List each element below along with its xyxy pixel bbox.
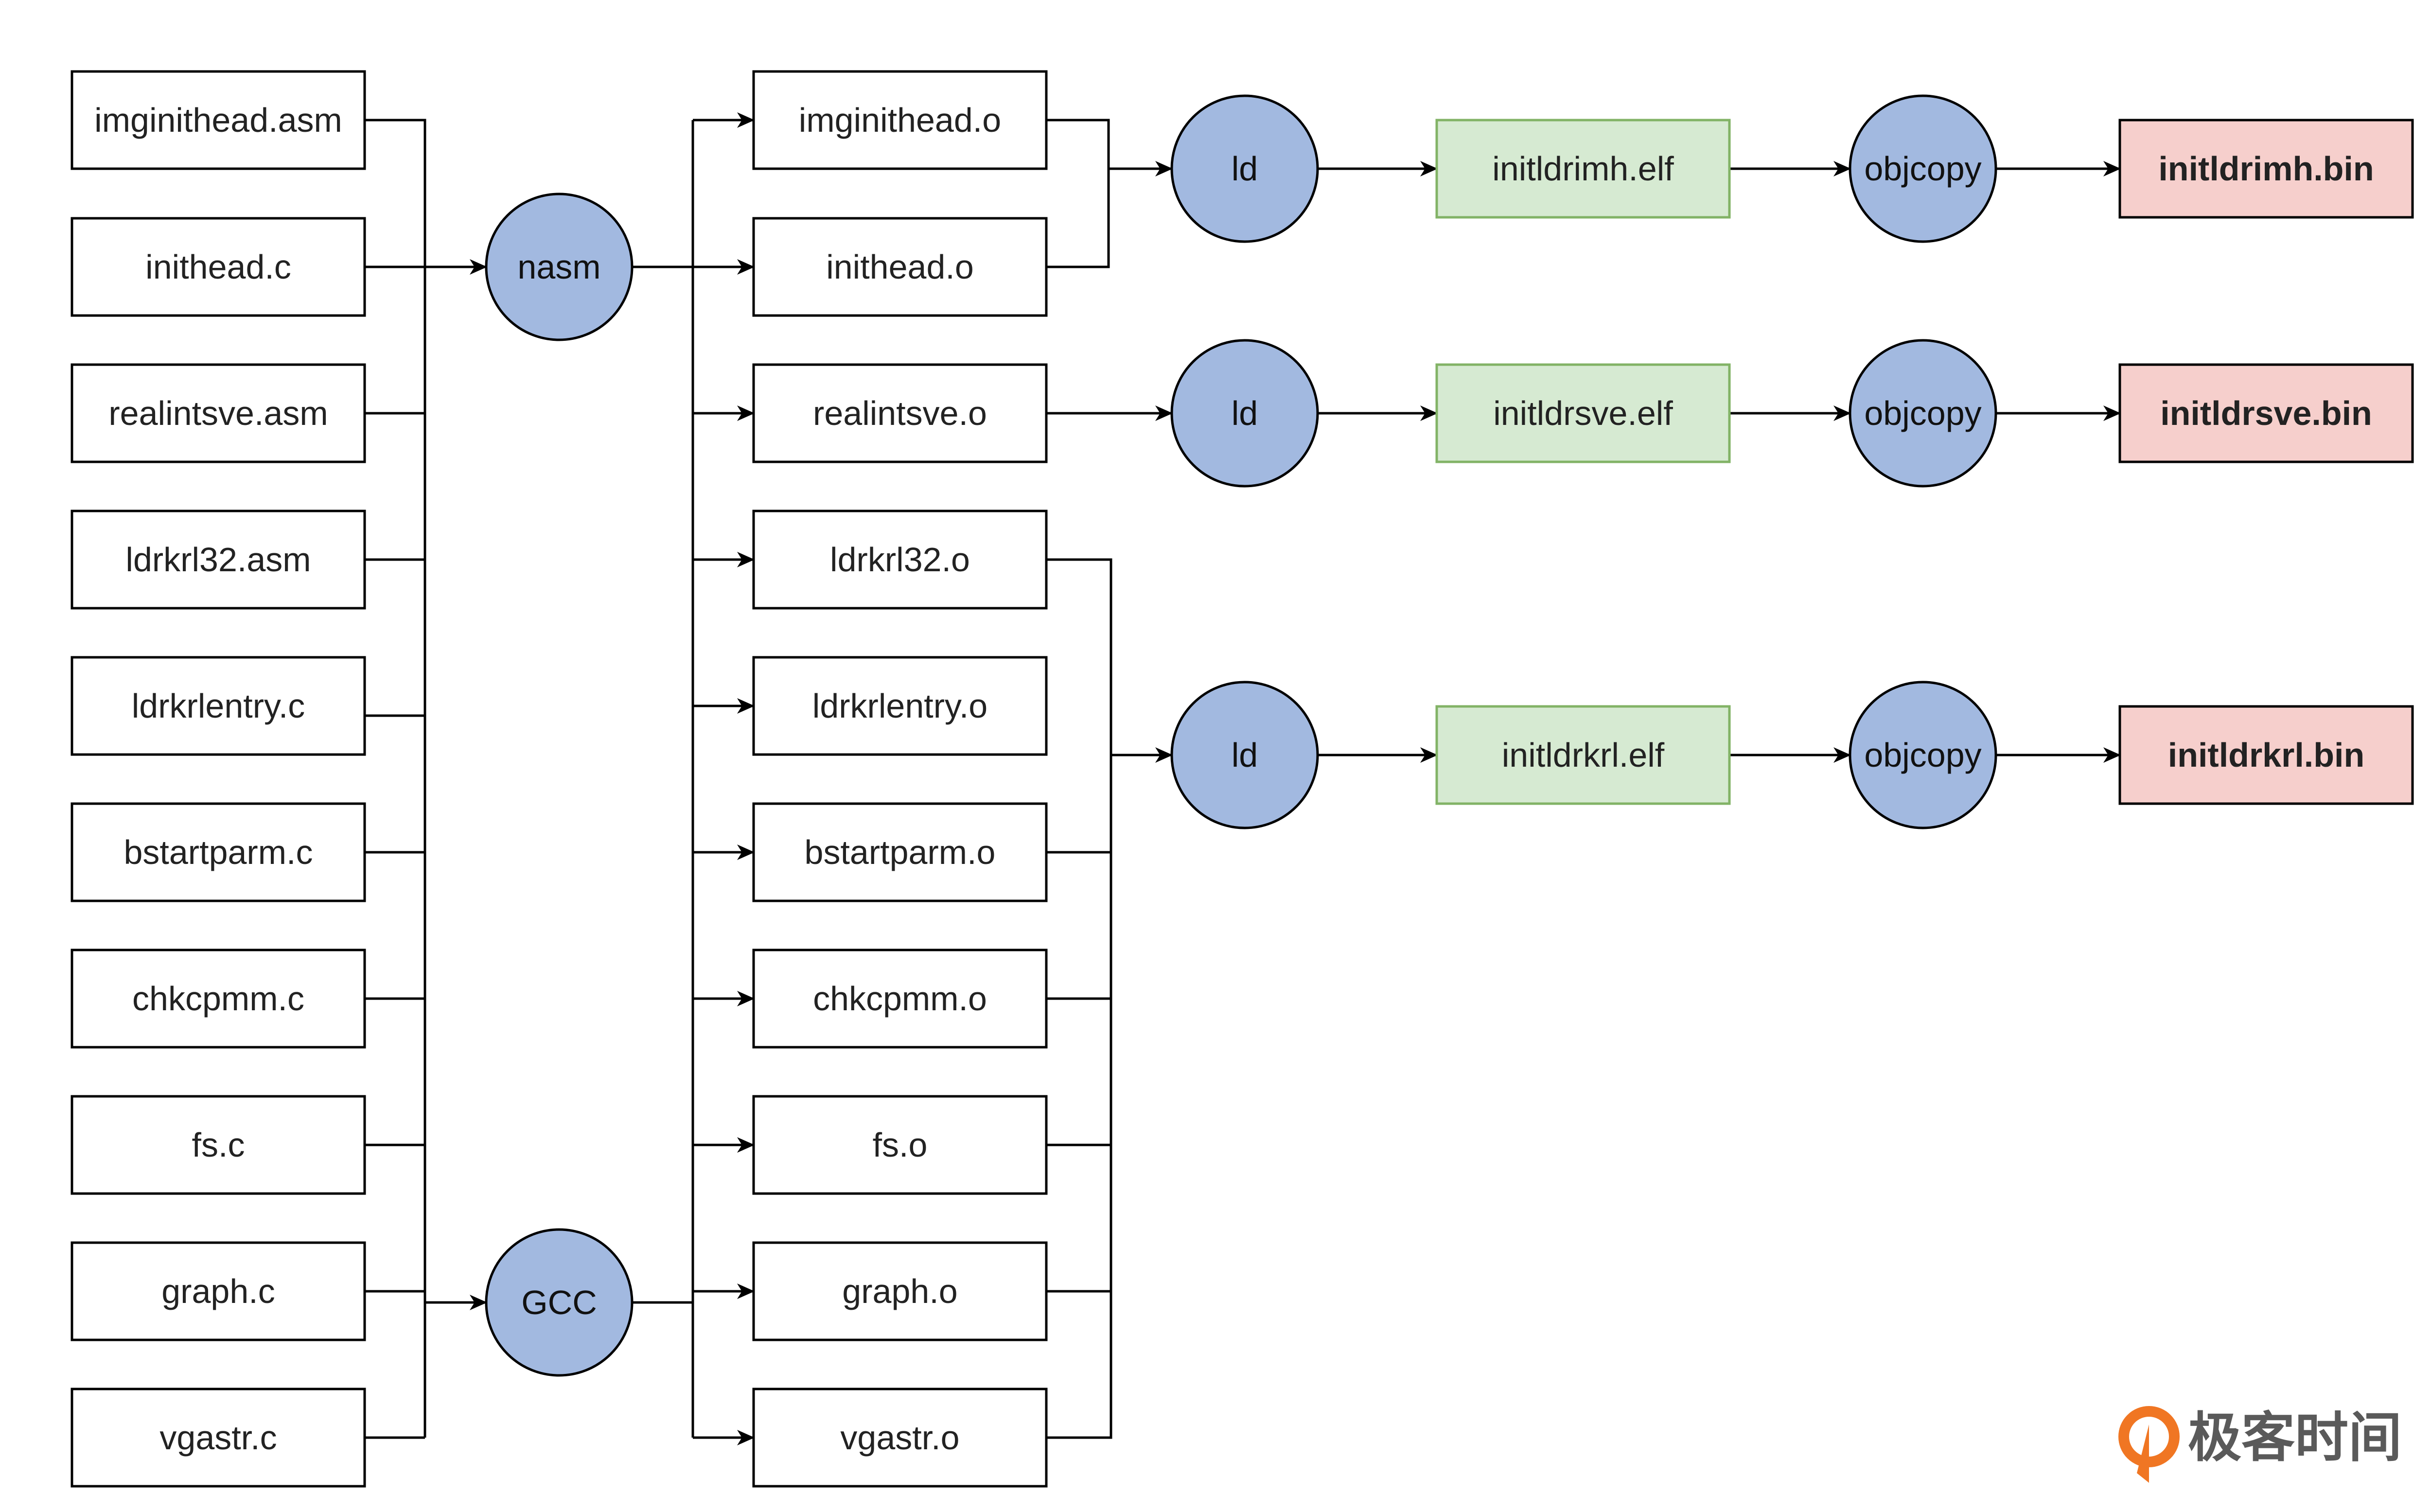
geektime-logo-icon (2118, 1406, 2180, 1483)
compilers: nasm GCC (485, 193, 634, 1377)
object-file: vgastr.o (752, 1388, 1048, 1488)
objcopy-label: objcopy (1864, 394, 1981, 432)
bin-file: initldrkrl.bin (2118, 705, 2414, 805)
pipeline: ld initldrimh.elf objcopy initldrimh.bin (1170, 94, 2414, 243)
ld-node: ld (1170, 94, 1319, 243)
object-file: ldrkrl32.o (752, 510, 1048, 610)
pipeline: ld initldrsve.elf objcopy initldrsve.bin (1170, 339, 2414, 488)
object-file-label: chkcpmm.o (813, 980, 987, 1018)
object-file-label: imginithead.o (799, 101, 1001, 139)
objcopy-node: objcopy (1849, 681, 1997, 829)
object-file: bstartparm.o (752, 802, 1048, 902)
object-file: fs.o (752, 1095, 1048, 1195)
bin-file: initldrsve.bin (2118, 363, 2414, 463)
elf-label: initldrimh.elf (1492, 150, 1674, 188)
object-file-label: fs.o (873, 1126, 928, 1164)
objcopy-node: objcopy (1849, 339, 1997, 488)
object-file-label: bstartparm.o (805, 833, 996, 871)
objcopy-label: objcopy (1864, 150, 1981, 188)
pipeline-arrows (1318, 161, 2121, 763)
source-file: ldrkrlentry.c (70, 656, 366, 756)
nasm-node: nasm (485, 193, 634, 341)
bin-label: initldrkrl.bin (2168, 736, 2364, 774)
object-file-label: realintsve.o (813, 394, 987, 432)
object-file: chkcpmm.o (752, 949, 1048, 1049)
source-file: bstartparm.c (70, 802, 366, 902)
source-file-label: chkcpmm.c (132, 980, 304, 1018)
nasm-label: nasm (517, 248, 600, 286)
source-file: fs.c (70, 1095, 366, 1195)
source-file-label: inithead.c (145, 248, 291, 286)
object-files: imginithead.o inithead.o realintsve.o ld… (752, 70, 1048, 1488)
logo-text: 极客时间 (2188, 1408, 2402, 1468)
object-file-label: ldrkrlentry.o (812, 687, 987, 725)
source-stubs (365, 265, 425, 1439)
object-file: realintsve.o (752, 363, 1048, 463)
elf-file: initldrkrl.elf (1435, 705, 1731, 805)
link-pipelines: ld initldrimh.elf objcopy initldrimh.bin… (1170, 94, 2414, 829)
ld3-stubs (1046, 851, 1111, 1293)
ld-label: ld (1232, 150, 1258, 188)
ld-label: ld (1232, 736, 1258, 774)
source-file: chkcpmm.c (70, 949, 366, 1049)
gcc-node: GCC (485, 1228, 634, 1377)
object-file-label: vgastr.o (840, 1419, 959, 1457)
elf-file: initldrsve.elf (1435, 363, 1731, 463)
ld-label: ld (1232, 394, 1258, 432)
geektime-logo: 极客时间 (2118, 1406, 2402, 1483)
object-file: ldrkrlentry.o (752, 656, 1048, 756)
object-file-label: ldrkrl32.o (830, 541, 970, 579)
source-file-label: graph.c (161, 1272, 275, 1310)
source-file-label: ldrkrlentry.c (132, 687, 305, 725)
source-file-label: imginithead.asm (94, 101, 342, 139)
connectors (365, 112, 2121, 1445)
source-file-label: ldrkrl32.asm (125, 541, 311, 579)
source-file: ldrkrl32.asm (70, 510, 366, 610)
bin-label: initldrsve.bin (2160, 394, 2372, 432)
source-file-label: fs.c (192, 1126, 245, 1164)
object-file: graph.o (752, 1241, 1048, 1341)
pipeline: ld initldrkrl.elf objcopy initldrkrl.bin (1170, 681, 2414, 829)
gcc-label: GCC (521, 1283, 597, 1321)
objcopy-node: objcopy (1849, 94, 1997, 243)
source-file-label: realintsve.asm (108, 394, 328, 432)
elf-file: initldrimh.elf (1435, 119, 1731, 219)
bin-file: initldrimh.bin (2118, 119, 2414, 219)
source-file: graph.c (70, 1241, 366, 1341)
elf-label: initldrkrl.elf (1502, 736, 1665, 774)
source-file: inithead.c (70, 217, 366, 317)
ld1-bus (1046, 119, 1110, 268)
ld-node: ld (1170, 681, 1319, 829)
object-file: inithead.o (752, 217, 1048, 317)
elf-label: initldrsve.elf (1493, 394, 1673, 432)
source-file: imginithead.asm (70, 70, 366, 170)
object-file-label: graph.o (842, 1272, 957, 1310)
ld-node: ld (1170, 339, 1319, 488)
object-arrows (693, 112, 755, 1445)
bin-label: initldrimh.bin (2158, 150, 2374, 188)
source-file-label: bstartparm.c (124, 833, 313, 871)
source-bus-gcc (365, 714, 426, 1438)
source-file-label: vgastr.c (159, 1419, 277, 1457)
objcopy-label: objcopy (1864, 736, 1981, 774)
object-file-label: inithead.o (826, 248, 974, 286)
source-file: realintsve.asm (70, 363, 366, 463)
object-file: imginithead.o (752, 70, 1048, 170)
source-files: imginithead.asm inithead.c realintsve.as… (70, 70, 366, 1488)
source-file: vgastr.c (70, 1388, 366, 1488)
source-bus-nasm (365, 119, 426, 716)
